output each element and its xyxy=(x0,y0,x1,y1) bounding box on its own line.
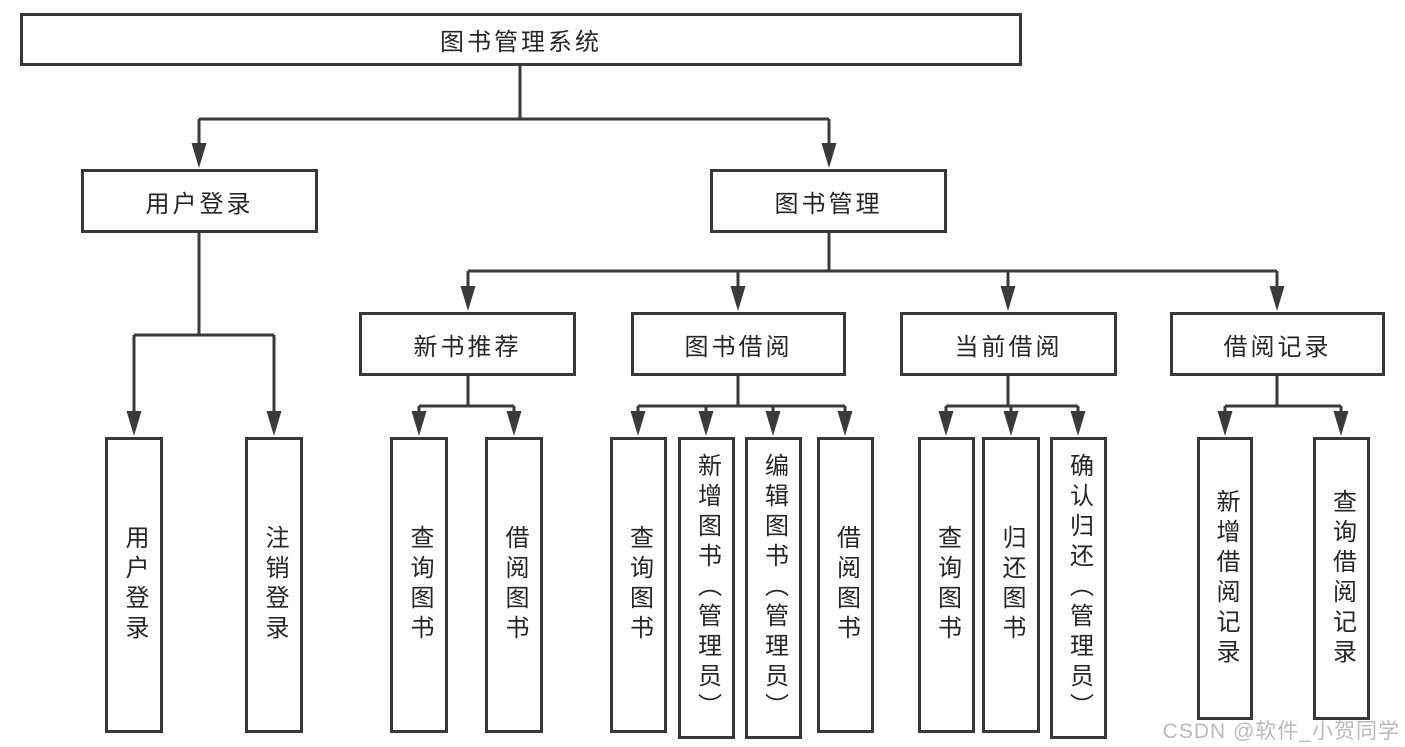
leaf-borrow-add-books-admin: 新增图书（管理员） xyxy=(678,437,735,739)
node-user-login: 用户登录 xyxy=(81,169,318,233)
node-current-borrow: 当前借阅 xyxy=(900,312,1117,376)
leaf-user-login-label: 用户登录 xyxy=(121,525,148,645)
leaf-borrow-borrow-books: 借阅图书 xyxy=(817,437,874,733)
csdn-watermark: CSDN @软件_小贺同学 xyxy=(1162,720,1400,743)
leaf-logout: 注销登录 xyxy=(245,437,303,733)
leaf-records-query-record-label: 查询借阅记录 xyxy=(1328,488,1356,669)
leaf-current-query-books-label: 查询图书 xyxy=(933,525,961,645)
leaf-current-confirm-return-admin-label: 确认归还（管理员） xyxy=(1065,453,1093,723)
leaf-borrow-edit-books-admin: 编辑图书（管理员） xyxy=(745,437,802,739)
node-book-borrow: 图书借阅 xyxy=(631,312,846,376)
leaf-recommend-borrow-books-label: 借阅图书 xyxy=(501,525,528,645)
leaf-records-add-record: 新增借阅记录 xyxy=(1197,437,1253,720)
leaf-logout-label: 注销登录 xyxy=(261,525,288,645)
leaf-current-query-books: 查询图书 xyxy=(918,437,975,733)
leaf-records-query-record: 查询借阅记录 xyxy=(1313,437,1370,720)
leaf-borrow-query-books: 查询图书 xyxy=(610,437,667,733)
leaf-current-return-books: 归还图书 xyxy=(982,437,1040,733)
leaf-borrow-query-books-label: 查询图书 xyxy=(625,525,653,645)
leaf-records-add-record-label: 新增借阅记录 xyxy=(1212,488,1239,669)
leaf-borrow-borrow-books-label: 借阅图书 xyxy=(832,525,860,645)
arrowheads xyxy=(126,143,1349,436)
node-borrow-records: 借阅记录 xyxy=(1170,312,1385,376)
node-root: 图书管理系统 xyxy=(20,13,1022,66)
leaf-borrow-edit-books-admin-label: 编辑图书（管理员） xyxy=(760,453,788,723)
leaf-current-confirm-return-admin: 确认归还（管理员） xyxy=(1050,437,1107,739)
leaf-user-login: 用户登录 xyxy=(105,437,163,733)
leaf-recommend-borrow-books: 借阅图书 xyxy=(485,437,543,733)
node-book-management: 图书管理 xyxy=(710,169,947,233)
leaf-recommend-query-books: 查询图书 xyxy=(390,437,448,733)
node-new-book-recommend: 新书推荐 xyxy=(359,312,576,376)
leaf-borrow-add-books-admin-label: 新增图书（管理员） xyxy=(693,453,721,723)
leaf-recommend-query-books-label: 查询图书 xyxy=(406,525,433,645)
leaf-current-return-books-label: 归还图书 xyxy=(998,525,1025,645)
